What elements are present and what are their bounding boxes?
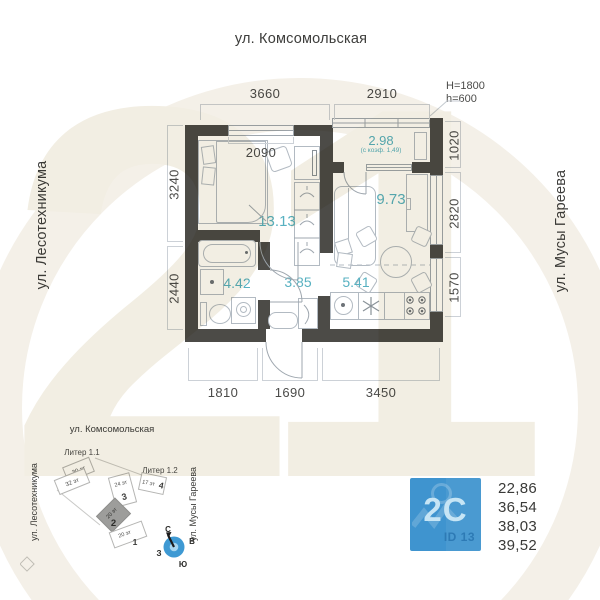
unit-type-badge: 2С ID 13	[410, 478, 481, 551]
bracket-1690	[262, 348, 318, 381]
bath-sink-drain	[210, 280, 214, 284]
dining-table	[380, 246, 412, 278]
minimap-building-32: 32 эт	[53, 467, 91, 496]
svg-text:17 эт: 17 эт	[141, 479, 155, 488]
wall-bedroom-right	[320, 125, 333, 253]
minimap-liter-1: Литер 1.1	[64, 448, 100, 457]
minimap-building-2-highlighted: 20 эт	[95, 497, 132, 533]
compass-east: В	[189, 537, 195, 546]
room-label-balcony: 2.98	[368, 133, 394, 148]
badge-label: 2С	[423, 491, 468, 528]
bracket-2820	[445, 172, 461, 253]
minimap-liter-2: Литер 1.2	[142, 466, 178, 475]
counter-divider	[384, 292, 385, 320]
badge-zigzag-icon	[412, 503, 459, 529]
sofa-back-line	[348, 188, 349, 264]
svg-text:20 эт: 20 эт	[118, 529, 133, 539]
minimap-building-small	[20, 556, 35, 572]
svg-text:3: 3	[121, 491, 128, 502]
bath-door-arc	[269, 269, 303, 303]
badge-deco-circle-icon	[431, 483, 452, 504]
balcony-door-arc	[343, 171, 367, 195]
dim-1690: 1690	[274, 385, 306, 400]
svg-text:24 эт: 24 эт	[114, 480, 128, 489]
compass-rose: С В З Ю	[156, 525, 195, 569]
area-value: 22,86	[498, 480, 538, 497]
ac-unit	[414, 132, 427, 160]
bracket-1570	[445, 257, 461, 317]
svg-text:32 эт: 32 эт	[65, 477, 80, 488]
bracket-1810	[188, 348, 258, 381]
wall-bottom	[185, 329, 443, 342]
wall-hall-kitchen-stub	[318, 296, 330, 329]
compass-south: Ю	[179, 560, 187, 569]
area-value: 36,54	[498, 499, 538, 516]
minimap-building-2-number: 2	[111, 518, 116, 529]
bed-blanket	[216, 141, 266, 223]
minimap-street-top: ул. Комсомольская	[70, 424, 155, 435]
stove-burners-icon	[406, 296, 426, 315]
minimap-building-1: 20 эт	[108, 520, 148, 549]
dim-3450: 3450	[365, 385, 397, 400]
hanger-icon	[299, 186, 315, 198]
hanger-icon	[299, 242, 315, 254]
entrance-door-arc	[265, 341, 303, 379]
minimap-building-1-number: 1	[133, 537, 138, 547]
wall-bedroom-hall-a	[185, 230, 260, 242]
badge-id: ID 13	[443, 530, 475, 544]
minimap-building-4: 17 эт 4	[137, 471, 168, 496]
desk-monitor	[312, 150, 317, 176]
washer-drum-inner	[240, 306, 247, 313]
svg-text:4: 4	[158, 480, 165, 491]
wall-balcony-stub-left	[332, 162, 344, 173]
counter-divider	[358, 292, 359, 320]
hall-hook-icon	[303, 304, 310, 325]
room-label-balcony-note: (с коэф. 1,49)	[360, 147, 402, 154]
compass-needle-head	[166, 532, 172, 538]
site-minimap: ул. Комсомольская Литер 1.1 Литер 1.2 ул…	[20, 424, 198, 572]
bathtub-inner	[203, 244, 251, 263]
compass-north: С	[165, 525, 171, 534]
fridge-snowflake-icon	[362, 297, 380, 315]
toilet-tank	[200, 302, 207, 326]
minimap-site-outline	[56, 457, 151, 526]
entrance-opening	[266, 329, 302, 342]
area-values: 22,86 36,54 38,03 39,52	[498, 479, 537, 555]
wall-bath-hall-b	[258, 300, 270, 329]
area-value: 39,52	[498, 537, 538, 554]
closet-dividers	[294, 209, 320, 239]
dim-1810: 1810	[207, 385, 239, 400]
area-value: 38,03	[498, 518, 538, 535]
hanger-icon	[299, 214, 315, 226]
bracket-3450	[322, 348, 440, 381]
balcony-glazing-lines	[332, 118, 430, 128]
wardrobe-closet	[294, 182, 320, 266]
minimap-street-right: ул. Мусы Гареева	[188, 467, 198, 541]
bathtub-drain	[245, 251, 248, 254]
kitchen-sink-drain	[341, 303, 345, 307]
armoire-handle	[406, 198, 411, 210]
street-label-top: ул. Комсомольская	[234, 31, 368, 47]
toilet-bowl	[209, 304, 231, 324]
room-label-bath: 4.42	[223, 275, 251, 291]
door-mat	[268, 312, 298, 329]
bracket-2090	[228, 137, 294, 144]
bedroom-door-arc	[259, 241, 299, 281]
compass-west: З	[156, 549, 161, 558]
room-label-bedroom: 13.13	[258, 213, 296, 230]
blanket-fold-line	[248, 204, 267, 222]
counter-divider	[404, 292, 405, 320]
wall-balcony-stub-right	[412, 162, 430, 173]
minimap-street-left: ул. Лесотехникума	[29, 463, 39, 541]
room-label-living: 9.73	[376, 191, 406, 208]
room-label-kitchen: 5.41	[342, 274, 370, 290]
height-leader-line	[429, 100, 461, 117]
dim-2090: 2090	[245, 145, 277, 160]
bracket-2440	[167, 246, 183, 330]
hall-cabinet	[298, 298, 318, 329]
